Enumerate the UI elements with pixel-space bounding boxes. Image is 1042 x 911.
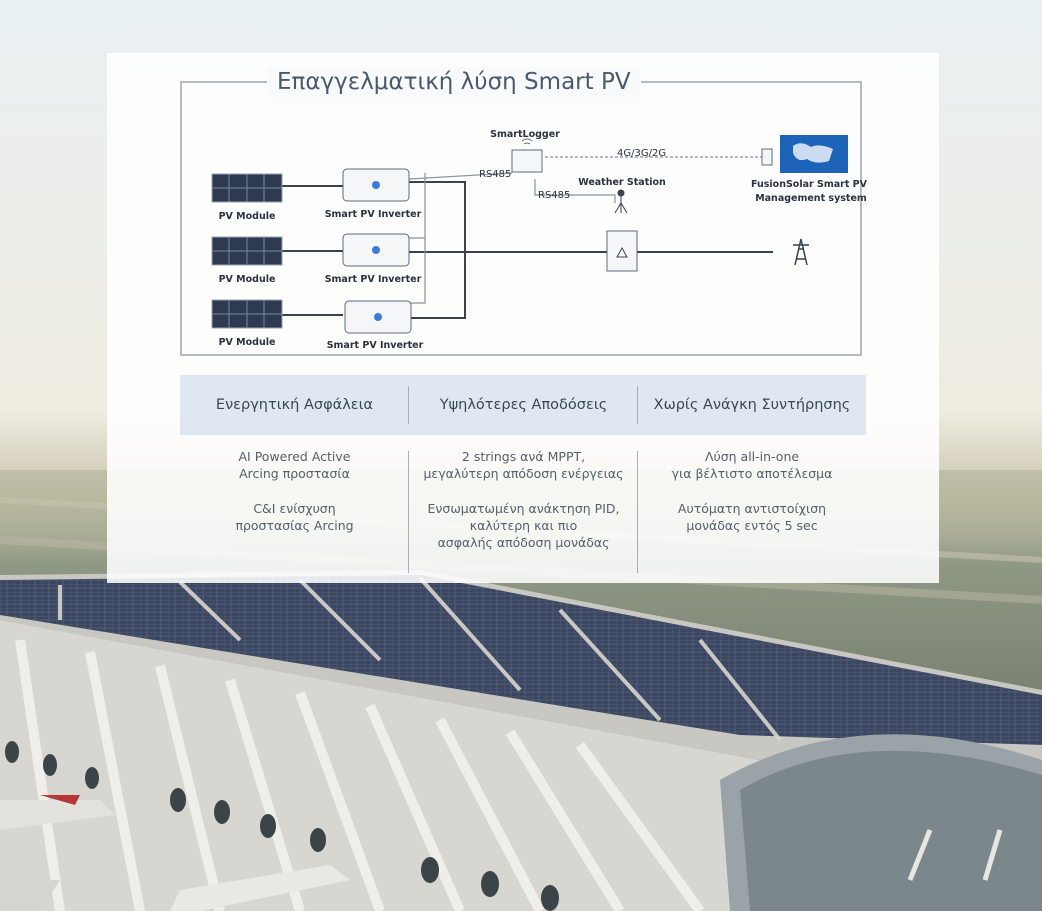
weather-station-label: Weather Station	[578, 177, 666, 188]
pv-module-1	[211, 173, 283, 203]
weather-station-icon	[614, 189, 628, 214]
feature-header-band: Ενεργητική Ασφάλεια Υψηλότερες Αποδόσεις…	[180, 375, 866, 435]
rs485-label-b: RS485	[538, 190, 570, 201]
inverter-2	[342, 233, 410, 267]
router-icon	[761, 148, 773, 166]
grid-tower-icon	[793, 238, 809, 266]
feature-heading-safety: Ενεργητική Ασφάλεια	[215, 397, 374, 413]
inverter-2-label: Smart PV Inverter	[325, 274, 422, 285]
page-title: Επαγγελματική λύση Smart PV	[267, 67, 641, 97]
feature-item: AI Powered Active Arcing προστασία	[238, 449, 351, 481]
fusionsolar-label-2: Management system	[755, 193, 867, 204]
smartlogger-label: SmartLogger	[490, 129, 560, 140]
pv-module-1-label: PV Module	[219, 211, 276, 222]
header-divider-1	[408, 386, 409, 424]
network-label: 4G/3G/2G	[617, 148, 666, 159]
inverter-1	[342, 168, 410, 202]
comm-wiring	[408, 156, 762, 304]
body-divider-1	[408, 451, 409, 573]
feature-column-maintenance: Λύση all-in-one για βέλτιστο αποτέλεσμα …	[638, 448, 866, 552]
header-divider-2	[637, 386, 638, 424]
feature-column-yield: 2 strings ανά MPPT, μεγαλύτερη απόδοση ε…	[409, 448, 638, 569]
feature-details: AI Powered Active Arcing προστασία C&I ε…	[180, 448, 866, 578]
solution-card: Επαγγελματική λύση Smart PV	[107, 53, 939, 583]
inverter-3-label: Smart PV Inverter	[327, 340, 424, 351]
pv-module-2-label: PV Module	[219, 274, 276, 285]
pv-module-3-label: PV Module	[219, 337, 276, 348]
smartlogger-device	[511, 138, 543, 173]
feature-item: Αυτόματη αντιστοίχιση μονάδας εντός 5 se…	[677, 501, 827, 533]
feature-item: Ενσωματωμένη ανάκτηση PID, καλύτερη και …	[427, 501, 620, 550]
inverter-1-label: Smart PV Inverter	[325, 209, 422, 220]
combiner-box	[606, 230, 638, 272]
feature-item: Λύση all-in-one για βέλτιστο αποτέλεσμα	[671, 449, 833, 481]
fusionsolar-label-1: FusionSolar Smart PV	[751, 179, 868, 190]
body-divider-2	[637, 451, 638, 573]
system-diagram: PV Module PV Module PV Module Smart PV I…	[211, 129, 868, 351]
pv-module-2	[211, 236, 283, 266]
inverter-3	[344, 300, 412, 334]
feature-item: 2 strings ανά MPPT, μεγαλύτερη απόδοση ε…	[423, 449, 624, 481]
feature-item: C&I ενίσχυση προστασίας Arcing	[235, 501, 354, 533]
feature-heading-yield: Υψηλότερες Αποδόσεις	[439, 397, 608, 413]
power-wiring	[282, 181, 773, 319]
rs485-label-a: RS485	[479, 169, 511, 180]
feature-heading-maintenance: Χωρίς Ανάγκη Συντήρησης	[653, 397, 851, 413]
pv-module-3	[211, 299, 283, 329]
fusionsolar-monitor-icon	[780, 135, 848, 173]
feature-column-safety: AI Powered Active Arcing προστασία C&I ε…	[180, 448, 409, 552]
